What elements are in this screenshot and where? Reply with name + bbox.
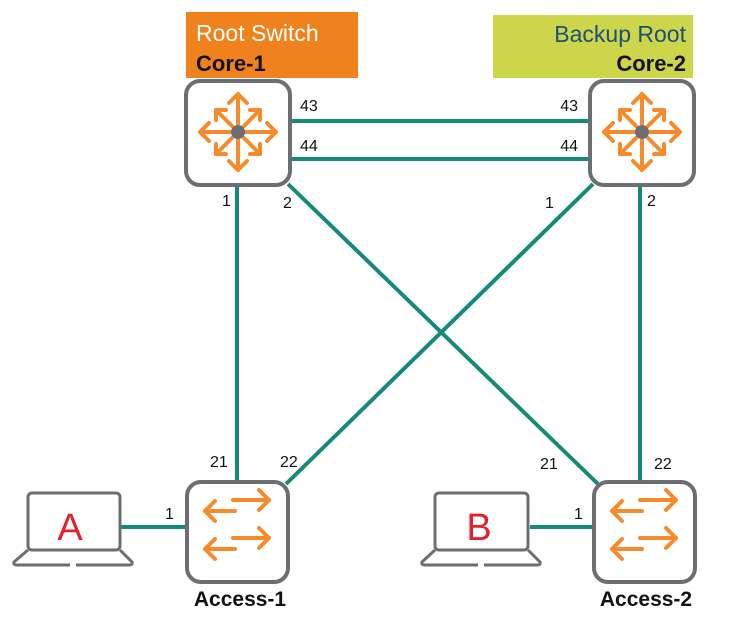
access2-name: Access-2 xyxy=(600,588,692,611)
port-access2-22: 22 xyxy=(654,456,672,473)
root-switch-tag xyxy=(186,12,358,78)
backup-root-tag xyxy=(493,15,693,78)
root-switch-role: Root Switch xyxy=(196,20,319,46)
core1-switch[interactable] xyxy=(184,79,292,187)
core2-name: Core-2 xyxy=(616,51,686,76)
host-a-label: A xyxy=(57,507,83,549)
port-access2-1: 1 xyxy=(574,506,583,523)
port-access2-21: 21 xyxy=(540,456,558,473)
port-access1-22: 22 xyxy=(280,454,298,471)
port-access1-21: 21 xyxy=(210,454,228,471)
port-core1-44: 44 xyxy=(300,138,318,155)
access1-switch[interactable] xyxy=(185,480,290,584)
host-a-laptop[interactable]: A xyxy=(12,491,134,567)
core2-switch[interactable] xyxy=(588,79,696,187)
port-core1-43: 43 xyxy=(300,98,318,115)
laptop-icon xyxy=(433,491,530,552)
port-core1-1: 1 xyxy=(222,193,231,210)
access1-name: Access-1 xyxy=(194,588,287,611)
port-core1-2: 2 xyxy=(283,195,292,212)
core-switch-icon xyxy=(198,92,278,172)
laptop-icon xyxy=(26,491,122,552)
host-b-label: B xyxy=(466,507,491,549)
port-core2-44: 44 xyxy=(560,138,578,155)
port-access1-1: 1 xyxy=(165,506,174,523)
port-core2-43: 43 xyxy=(560,98,578,115)
port-core2-1: 1 xyxy=(545,195,554,212)
link-core2-1-access1-22 xyxy=(284,182,595,486)
core-switch-icon xyxy=(602,92,682,172)
link-core1-2-access2-21 xyxy=(286,182,600,486)
host-b-laptop[interactable]: B xyxy=(420,491,542,567)
access2-switch[interactable] xyxy=(592,480,697,584)
port-core2-2: 2 xyxy=(647,193,656,210)
backup-root-role: Backup Root xyxy=(554,21,686,47)
core1-name: Core-1 xyxy=(196,51,266,76)
